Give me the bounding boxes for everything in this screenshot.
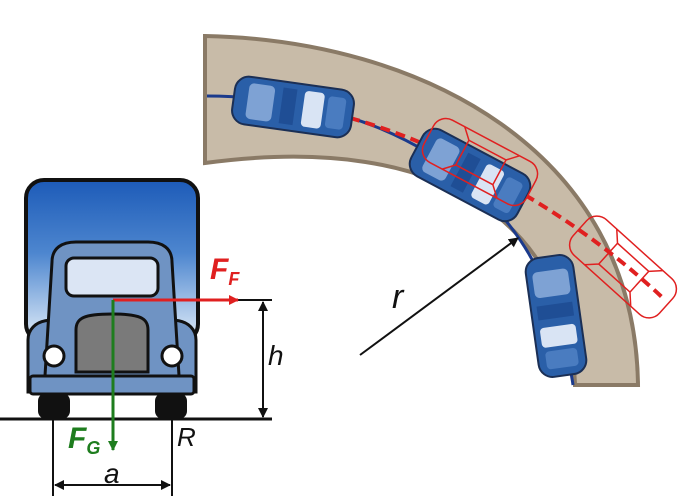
car-top-view bbox=[231, 75, 355, 139]
ghost-car-outline bbox=[568, 215, 678, 319]
friction-force-label: FF bbox=[210, 253, 240, 289]
headlight-left bbox=[42, 344, 66, 368]
car-top-view bbox=[524, 254, 588, 378]
track-width-label: a bbox=[104, 458, 120, 489]
car-top-view bbox=[408, 127, 532, 223]
radius-label: r bbox=[392, 278, 405, 316]
gravity-force-label: FG bbox=[68, 422, 100, 458]
radius-arrow bbox=[359, 237, 519, 356]
height-label: h bbox=[268, 340, 284, 371]
ghost-car-outline bbox=[421, 117, 539, 207]
tipping-point-label: R bbox=[177, 422, 196, 452]
headlight-right bbox=[160, 344, 184, 368]
